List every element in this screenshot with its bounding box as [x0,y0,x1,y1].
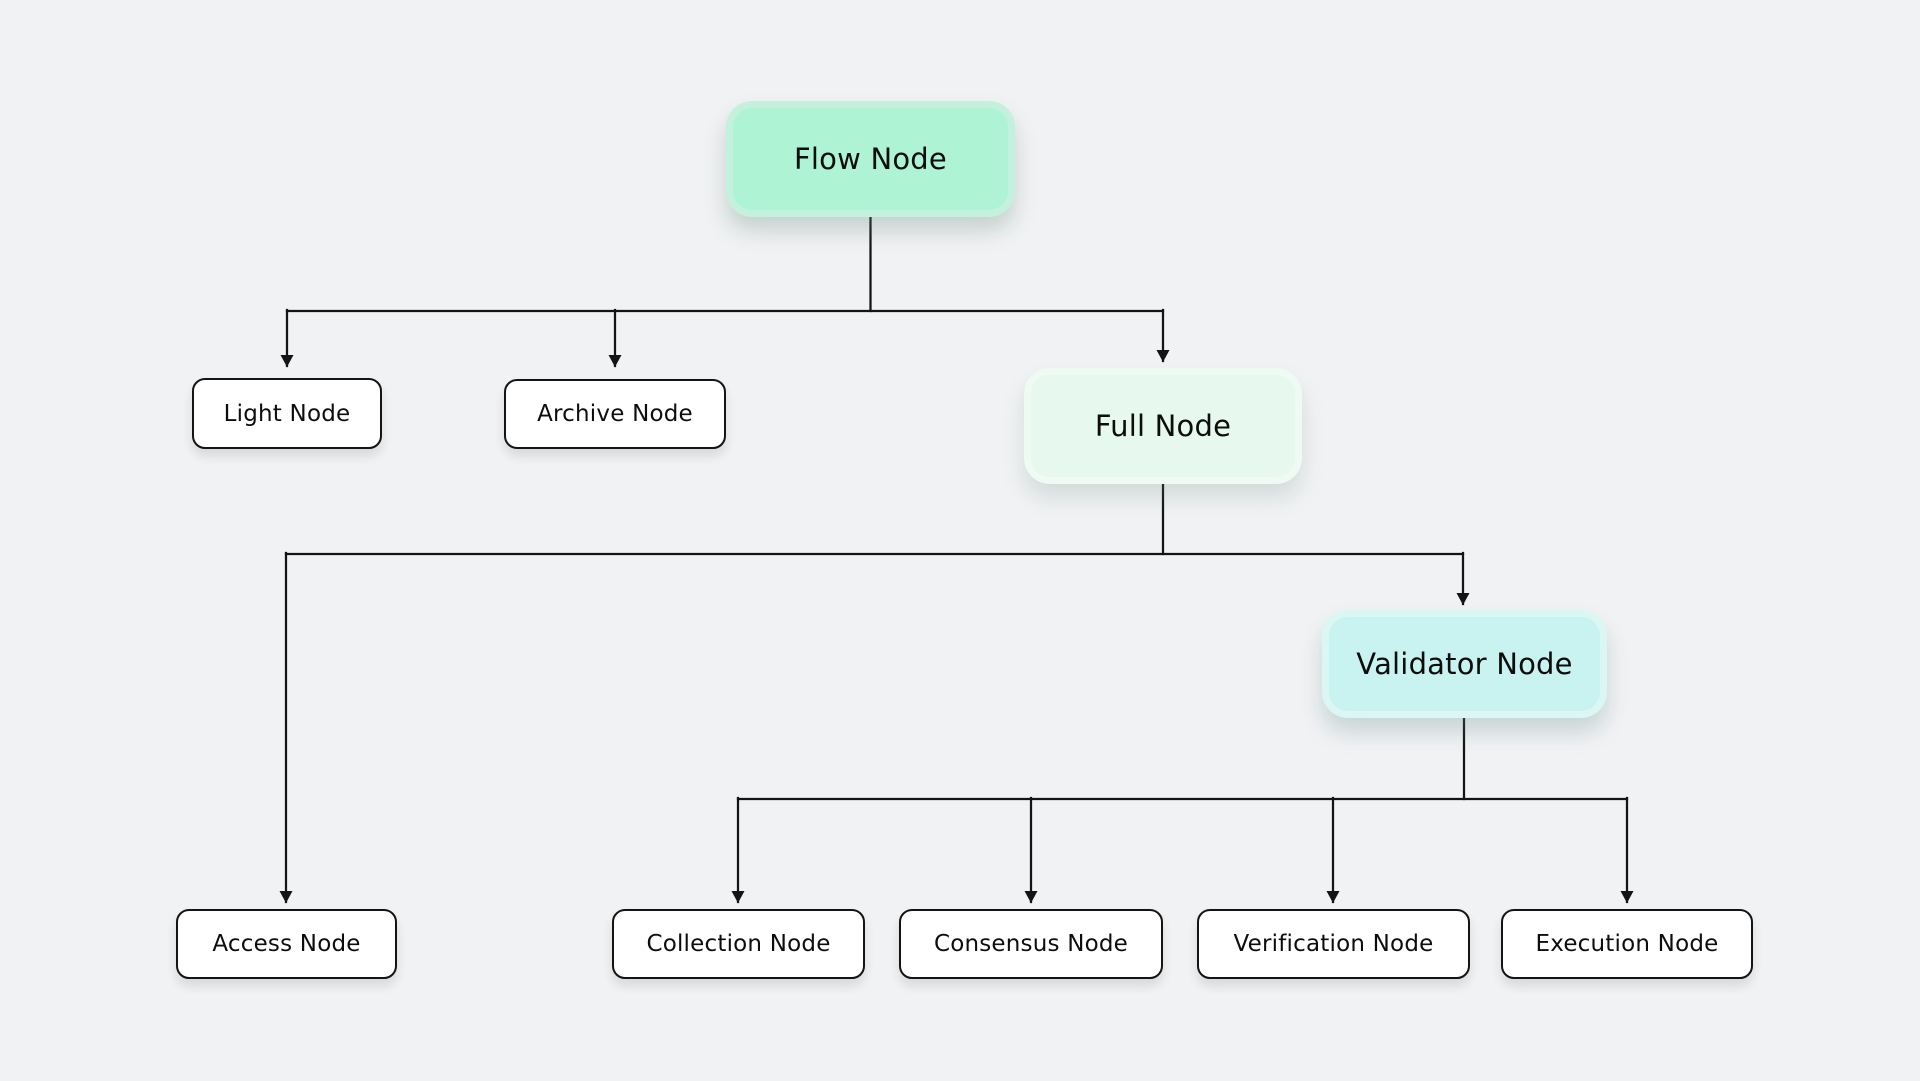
node-collection: Collection Node [612,909,865,979]
node-verification: Verification Node [1197,909,1470,979]
node-access: Access Node [176,909,397,979]
node-flow: Flow Node [726,101,1015,217]
node-execution-label: Execution Node [1535,931,1719,957]
node-light-label: Light Node [223,400,351,427]
node-archive-label: Archive Node [537,401,693,427]
node-verification-label: Verification Node [1233,931,1434,957]
node-flow-label: Flow Node [794,142,947,176]
node-consensus-label: Consensus Node [933,931,1129,957]
node-access-label: Access Node [212,931,361,957]
node-execution: Execution Node [1501,909,1753,979]
node-collection-label: Collection Node [646,931,831,957]
node-full-label: Full Node [1094,409,1232,443]
node-validator-label: Validator Node [1356,647,1573,681]
node-archive: Archive Node [504,379,726,449]
node-light: Light Node [192,378,382,449]
node-full: Full Node [1024,368,1302,484]
node-consensus: Consensus Node [899,909,1163,979]
node-validator: Validator Node [1322,610,1607,718]
